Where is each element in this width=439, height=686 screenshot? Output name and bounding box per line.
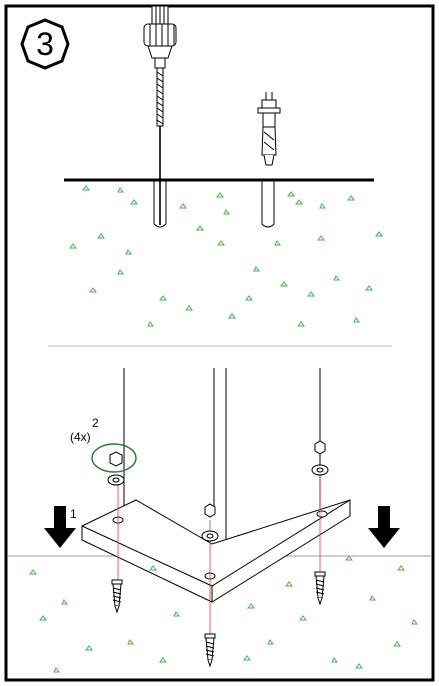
arrow-down-icon-right	[368, 506, 400, 548]
base-plate	[81, 499, 351, 603]
nut-icon	[109, 440, 326, 518]
arrow-down-icon-left	[44, 506, 76, 548]
step-badge: 3	[20, 18, 70, 70]
frame-border	[4, 4, 435, 682]
concrete-texture-top	[69, 185, 383, 327]
step-badge-shape	[20, 18, 70, 70]
highlight-ellipse	[91, 443, 137, 473]
part-1-label: 1	[70, 507, 77, 521]
part-2-label: 2	[92, 416, 99, 430]
washer-icon	[107, 464, 329, 542]
drill-hole-left	[153, 180, 167, 228]
drill-hole-right	[261, 180, 275, 228]
screw-icon	[111, 571, 326, 668]
anchor-bolt-icon	[257, 92, 281, 166]
step-number: 3	[36, 26, 54, 62]
concrete-texture-bottom	[29, 555, 418, 673]
part-2-quantity: (4x)	[70, 430, 91, 444]
drill-icon	[143, 5, 177, 225]
